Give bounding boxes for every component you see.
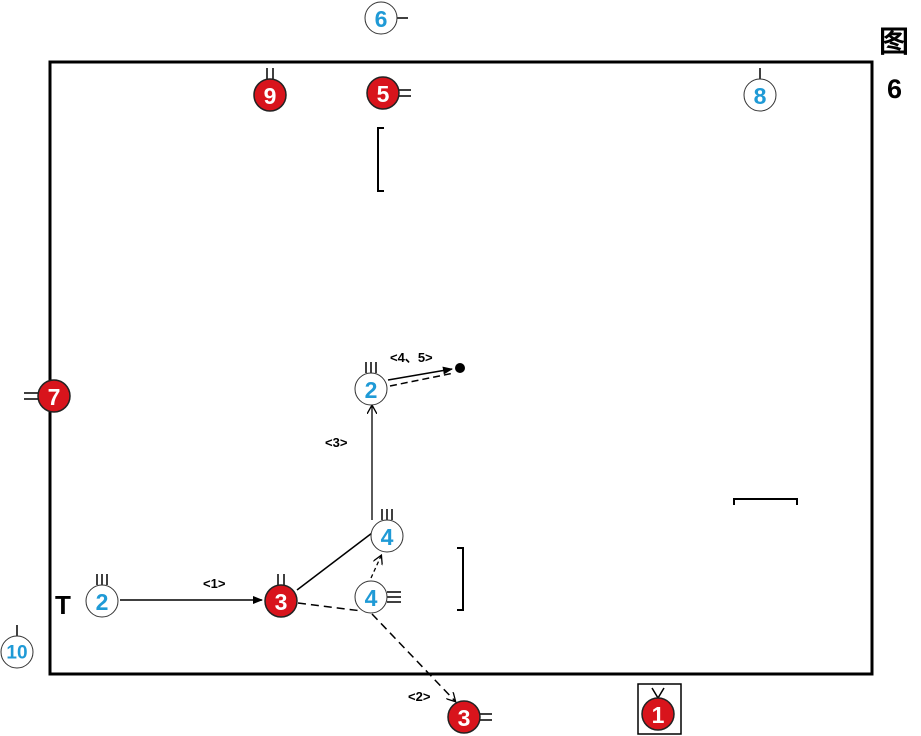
move-2-dashed-a [297,602,363,612]
field-boundary [48,60,874,676]
player-token [370,519,404,553]
player-blue-2-left: 2 [85,574,119,618]
player-number: 9 [264,83,277,109]
bracket-top [377,127,384,192]
player-blue-4-top: 4 [370,509,404,553]
player-number: 3 [275,589,288,615]
player-number: 4 [365,585,378,611]
player-blue-2-top: 2 [354,362,388,406]
move-label-2: <2> [408,689,431,704]
player-token [0,635,34,669]
player-token [253,78,287,112]
player-red-9: 9 [253,68,287,112]
move-4-dashed-up [370,556,381,579]
player-red-1: 1 [641,687,675,731]
move-2-dashed-b [371,613,455,701]
player-token [264,584,298,618]
player-red-7: 7 [24,379,71,413]
bracket-right [733,498,798,505]
player-mark [651,687,659,699]
player-number: 10 [6,643,27,664]
players-layer: 6 9 5 8 7 2 4 4 2 3 10 3 1 [0,1,777,734]
move-45-solid [387,366,453,381]
player-number: 7 [48,384,61,410]
player-red-5: 5 [366,76,411,110]
player-token [37,379,71,413]
player-token [354,580,388,614]
player-number: 1 [652,702,665,728]
player-token [743,78,777,112]
player-number: 4 [381,524,394,550]
move-label-1: <1> [203,576,226,591]
player-red-3-out: 3 [447,700,492,734]
player-token [447,700,481,734]
player-red-3-center: 3 [264,574,298,618]
player-token [366,76,400,110]
goal-box [637,683,682,735]
player-blue-10: 10 [0,625,34,669]
player-blue-6: 6 [364,1,408,35]
figure-number: 6 [887,74,903,104]
player-mark [657,687,665,699]
figure-title: 图 [879,25,909,60]
player-token [354,372,388,406]
player-number: 6 [375,6,388,32]
move-45-dashed [389,372,455,387]
player-token [364,1,398,35]
player-blue-8: 8 [743,68,777,112]
ball [455,363,465,373]
start-marker-T: T [55,590,71,620]
bracket-bottom [457,547,464,611]
player-number: 5 [377,81,390,107]
player-token [85,584,119,618]
player-token [641,697,675,731]
player-blue-4-bottom: 4 [354,580,401,614]
player-number: 3 [458,705,471,731]
move-center-to-4 [296,532,373,591]
player-number: 2 [96,589,109,615]
player-number: 2 [365,377,378,403]
move-label-45: <4、5> [390,350,433,365]
move-label-3: <3> [325,435,348,450]
player-number: 8 [754,83,767,109]
